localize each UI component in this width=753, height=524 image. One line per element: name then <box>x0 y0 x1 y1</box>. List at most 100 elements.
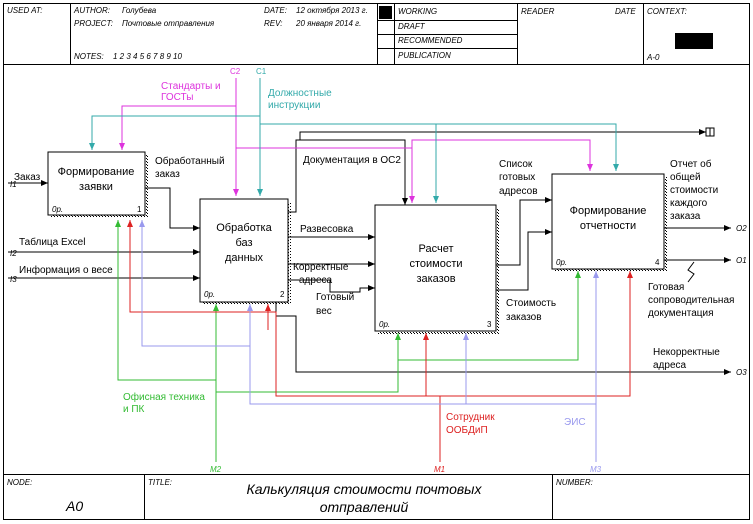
instructions-line2: инструкции <box>268 100 320 111</box>
box-4-cost: 0р. <box>556 258 567 267</box>
office-line1: Офисная техника <box>123 391 205 403</box>
rev-value: 20 января 2014 г. <box>295 19 361 28</box>
node-label: NODE: <box>7 478 32 487</box>
activity-box-1[interactable]: Формирование заявки 0р. 1 <box>47 151 148 218</box>
diagram-title-line2: отправлений <box>320 499 409 515</box>
context-node: A-0 <box>646 53 660 62</box>
box-2-title-line1: Обработка <box>216 222 272 234</box>
report-line3: стоимости <box>670 185 718 196</box>
list-line1: Список <box>499 159 533 170</box>
reader-date-label: DATE <box>615 7 636 16</box>
used-at-label: USED AT: <box>7 6 42 15</box>
i1-tag: I1 <box>10 180 17 189</box>
box-3-title-line3: заказов <box>416 273 455 285</box>
box-1-title-line2: заявки <box>79 181 113 193</box>
reader-label: READER <box>521 7 555 16</box>
cost-line1: Стоимость <box>506 298 556 309</box>
accomp-line1: Готовая <box>648 282 684 293</box>
processed-line2: заказ <box>155 169 180 180</box>
m2-tag: M2 <box>210 465 222 474</box>
report-line4: каждого <box>670 198 708 209</box>
standards-line1: Стандарты и <box>161 81 221 92</box>
i3-tag: I3 <box>10 275 17 284</box>
box-2-cost: 0р. <box>204 290 215 299</box>
project-label: PROJECT: <box>74 19 113 28</box>
status-working: WORKING <box>398 7 437 16</box>
box-2-number: 2 <box>280 290 285 299</box>
ready-line1: Готовый <box>316 292 354 303</box>
number-label: NUMBER: <box>556 478 593 487</box>
o3-tag: O3 <box>736 368 747 377</box>
magenta-arrows <box>119 78 593 203</box>
author-value: Голубева <box>122 6 157 15</box>
box-2-title-line3: данных <box>225 252 264 264</box>
red-arrows <box>127 220 633 462</box>
worker-line2: ООБДиП <box>446 425 488 436</box>
working-checkbox <box>379 6 392 19</box>
box-1-title-line1: Формирование <box>58 166 135 178</box>
arrow-labels: C2 C1 Стандарты и ГОСТы Должностные инст… <box>10 67 747 474</box>
author-label: AUTHOR: <box>73 6 110 15</box>
box-3-cost: 0р. <box>379 320 390 329</box>
box-1-cost: 0р. <box>52 205 63 214</box>
notes-value: 1 2 3 4 5 6 7 8 9 10 <box>113 52 182 61</box>
standards-line2: ГОСТы <box>161 92 193 103</box>
box-4-title-line1: Формирование <box>570 205 647 217</box>
date-label: DATE: <box>264 6 287 15</box>
m1-tag: M1 <box>434 465 445 474</box>
addr-line1: Корректные <box>293 262 349 273</box>
c1-tag: C1 <box>256 67 267 76</box>
excel-label: Таблица Excel <box>19 236 85 248</box>
list-line3: адресов <box>499 186 538 197</box>
o1-tag: O1 <box>736 256 747 265</box>
ready-line2: вес <box>316 306 332 317</box>
weigh-label: Развесовка <box>300 224 354 235</box>
box-4-title-line2: отчетности <box>580 220 636 232</box>
box-4-number: 4 <box>655 258 660 267</box>
context-thumbnail <box>675 33 713 49</box>
status-draft: DRAFT <box>398 22 426 31</box>
box-3-number: 3 <box>487 320 492 329</box>
order-label: Заказ <box>14 172 41 183</box>
activity-box-3[interactable]: Расчет стоимости заказов 0р. 3 <box>374 204 499 334</box>
activity-box-4[interactable]: Формирование отчетности 0р. 4 <box>551 173 667 272</box>
rev-label: REV: <box>264 19 283 28</box>
node-value: A0 <box>65 498 83 514</box>
addr-line2: адреса <box>299 275 333 286</box>
i2-tag: I2 <box>10 249 17 258</box>
office-line2: и ПК <box>123 404 145 415</box>
box-3-title-line2: стоимости <box>409 258 462 270</box>
context-label: CONTEXT: <box>647 7 687 16</box>
incorrect-line2: адреса <box>653 360 687 371</box>
status-recommended: RECOMMENDED <box>398 36 463 45</box>
processed-line1: Обработанный <box>155 155 225 167</box>
notes-label: NOTES: <box>74 52 104 61</box>
report-line2: общей <box>670 171 701 183</box>
accomp-line3: документация <box>648 308 714 319</box>
box-1-number: 1 <box>137 205 142 214</box>
incorrect-line1: Некорректные <box>653 347 720 358</box>
teal-arrows <box>89 78 619 203</box>
weightinfo-label: Информация о весе <box>19 264 113 276</box>
cost-line2: заказов <box>506 312 542 323</box>
report-line5: заказа <box>670 211 701 222</box>
worker-line1: Сотрудник <box>446 412 495 423</box>
tunnel-icon <box>705 127 715 137</box>
m3-tag: M3 <box>590 465 602 474</box>
title-label: TITLE: <box>148 478 172 487</box>
box-3-title-line1: Расчет <box>419 243 454 255</box>
activity-box-2[interactable]: Обработка баз данных 0р. 2 <box>199 198 291 305</box>
black-arrows <box>8 129 731 375</box>
instructions-line1: Должностные <box>268 88 332 99</box>
eis-label: ЭИС <box>564 417 586 428</box>
o2-tag: O2 <box>736 224 747 233</box>
green-arrows <box>115 220 581 462</box>
diagram-title-line1: Калькуляция стоимости почтовых <box>247 481 483 497</box>
lavender-arrows <box>139 220 599 462</box>
status-publication: PUBLICATION <box>398 51 451 60</box>
box-2-title-line2: баз <box>235 237 252 249</box>
c2-tag: C2 <box>230 67 241 76</box>
header-frame <box>3 3 750 520</box>
date-value: 12 октября 2013 г. <box>296 6 368 15</box>
